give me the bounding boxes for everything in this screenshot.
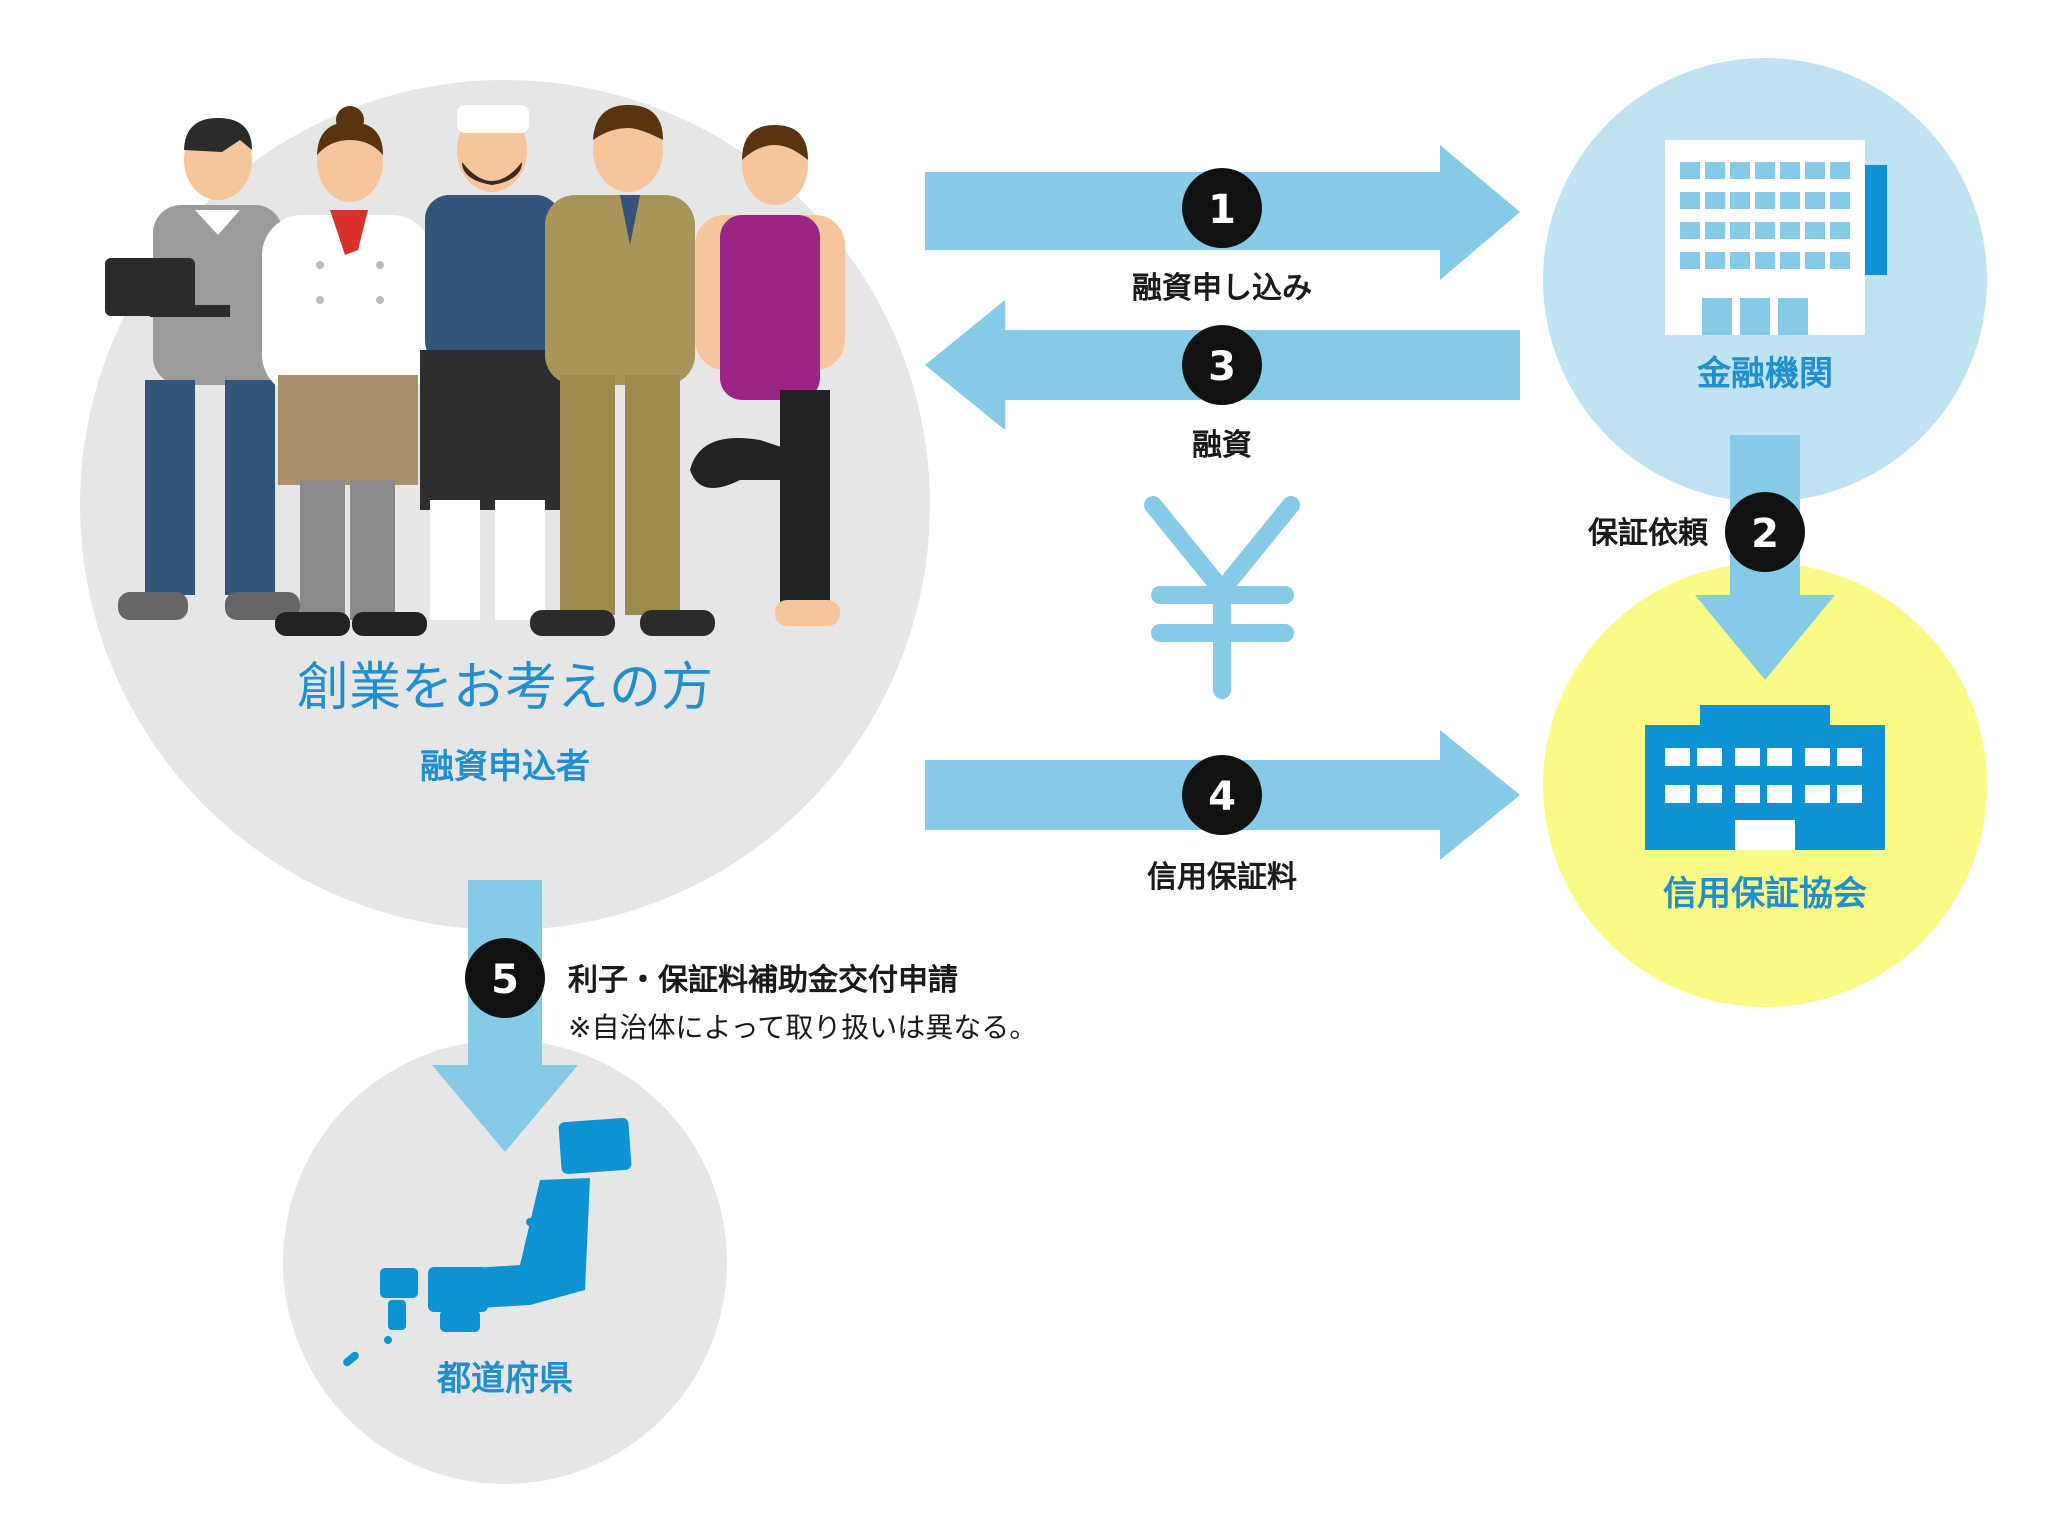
step-label-2: 保証依頼 (1588, 516, 1709, 551)
person-suit-icon (530, 105, 715, 636)
svg-text:3: 3 (1208, 344, 1236, 390)
svg-text:2: 2 (1751, 511, 1779, 557)
bank-building-icon (1665, 140, 1887, 335)
svg-text:4: 4 (1208, 774, 1236, 820)
applicant-title: 創業をお考えの方 (297, 658, 713, 718)
guarantee-label: 信用保証協会 (1663, 874, 1867, 914)
japan-map-icon (343, 1118, 632, 1367)
person-chef-icon (262, 106, 432, 636)
yen-icon (1144, 496, 1300, 699)
person-apron-icon (420, 105, 560, 620)
step-label-4: 信用保証料 (1147, 860, 1297, 895)
person-yoga-icon (690, 125, 845, 626)
person-laptop-icon (105, 118, 300, 620)
step-badge-3: 3 (1182, 325, 1262, 405)
step-note-5: ※自治体によって取り扱いは異なる。 (568, 1011, 1037, 1044)
svg-text:5: 5 (491, 957, 519, 1003)
step-label-3: 融資 (1192, 428, 1252, 463)
step-badge-2: 2 (1725, 492, 1805, 572)
step-label-1: 融資申し込み (1132, 271, 1312, 306)
svg-text:1: 1 (1208, 187, 1236, 233)
prefecture-label: 都道府県 (436, 1359, 573, 1399)
step-badge-1: 1 (1182, 168, 1262, 248)
step-badge-4: 4 (1182, 755, 1262, 835)
guarantee-building-icon (1645, 705, 1885, 850)
applicant-subtitle: 融資申込者 (420, 747, 590, 787)
step-label-5: 利子・保証料補助金交付申請 (568, 963, 958, 998)
people-group-illustration (105, 105, 845, 636)
bank-label: 金融機関 (1696, 354, 1833, 394)
step-badge-5: 5 (465, 938, 545, 1018)
